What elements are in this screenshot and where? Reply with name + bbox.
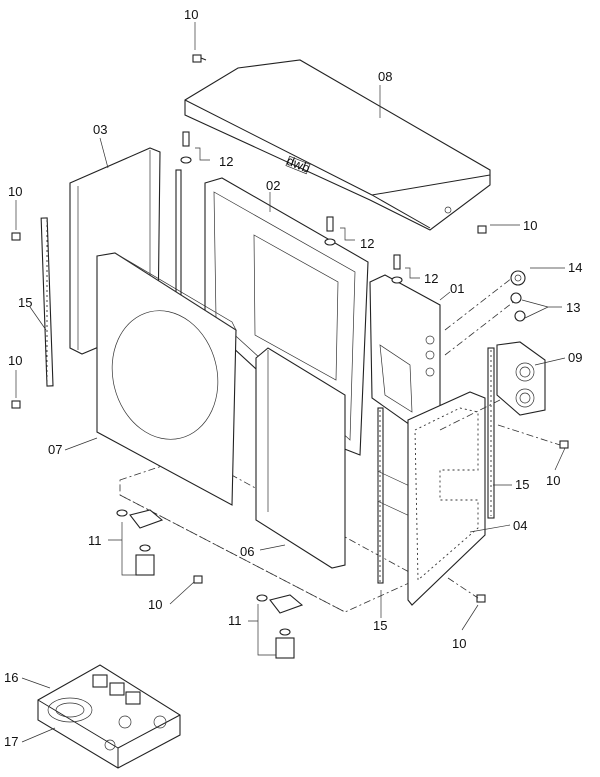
callout-11-mid: 11 [228,613,242,628]
callout-10-right: 10 [523,218,537,233]
callout-14: 14 [568,260,582,275]
screw-part-10-mid-right [559,440,569,449]
callout-08: 08 [378,69,392,84]
callout-16: 16 [4,670,18,685]
callout-13: 13 [566,300,580,315]
front-lower-panel-part-06 [255,347,346,569]
callout-10-bottom-right: 10 [452,636,466,651]
callout-09: 09 [568,350,582,365]
strip-part-15-right [487,347,495,519]
callout-10-left2: 10 [8,353,22,368]
callout-10-left1: 10 [8,184,22,199]
front-panel-part-07 [96,252,237,506]
standoff-part-12-a [180,131,192,164]
side-panel-part-04 [407,391,486,606]
foot-part-11-left [116,509,164,576]
screw-part-10-right [477,225,487,234]
fitting-part-13-b [514,310,526,322]
callout-15-left: 15 [18,295,32,310]
control-housing-part-01 [369,274,441,521]
gland-plate-part-09 [496,341,546,416]
callout-12-c: 12 [424,271,438,286]
screw-part-10-left2 [11,400,21,409]
callout-03: 03 [93,122,107,137]
callout-06: 06 [240,544,254,559]
foot-part-11-mid [256,594,304,659]
strip-part-15-bottom [377,407,384,584]
screw-part-10-top [192,54,207,63]
screw-part-10-bottom-mid [193,575,203,584]
leader-lines [15,22,566,743]
callout-12-a: 12 [219,154,233,169]
strip-part-15-left [40,217,54,387]
screw-part-10-bottom-right [476,594,486,603]
fitting-part-13-a [510,292,522,304]
callout-15-right: 15 [515,477,529,492]
callout-17: 17 [4,734,18,749]
strip-part-15-mid [175,169,182,296]
callout-10-bottom-mid: 10 [148,597,162,612]
callout-10-mid-right: 10 [546,473,560,488]
top-cover-part-08: dwb [184,59,491,231]
connector-lines [439,277,561,599]
callout-07: 07 [48,442,62,457]
fitting-part-14 [510,270,526,286]
accessory-kit-parts-16-17 [37,664,181,769]
callout-01: 01 [450,281,464,296]
callout-02: 02 [266,178,280,193]
screw-part-10-left1 [11,232,21,241]
callout-11-left: 11 [88,533,102,548]
callout-12-b: 12 [360,236,374,251]
standoff-part-12-b [324,216,336,246]
callout-15-bottom: 15 [373,618,387,633]
callout-04: 04 [513,518,527,533]
standoff-part-12-c [391,254,403,284]
callout-labels: 10 08 03 12 02 10 12 10 12 14 01 15 13 0… [4,7,582,749]
callout-10-top: 10 [184,7,198,22]
